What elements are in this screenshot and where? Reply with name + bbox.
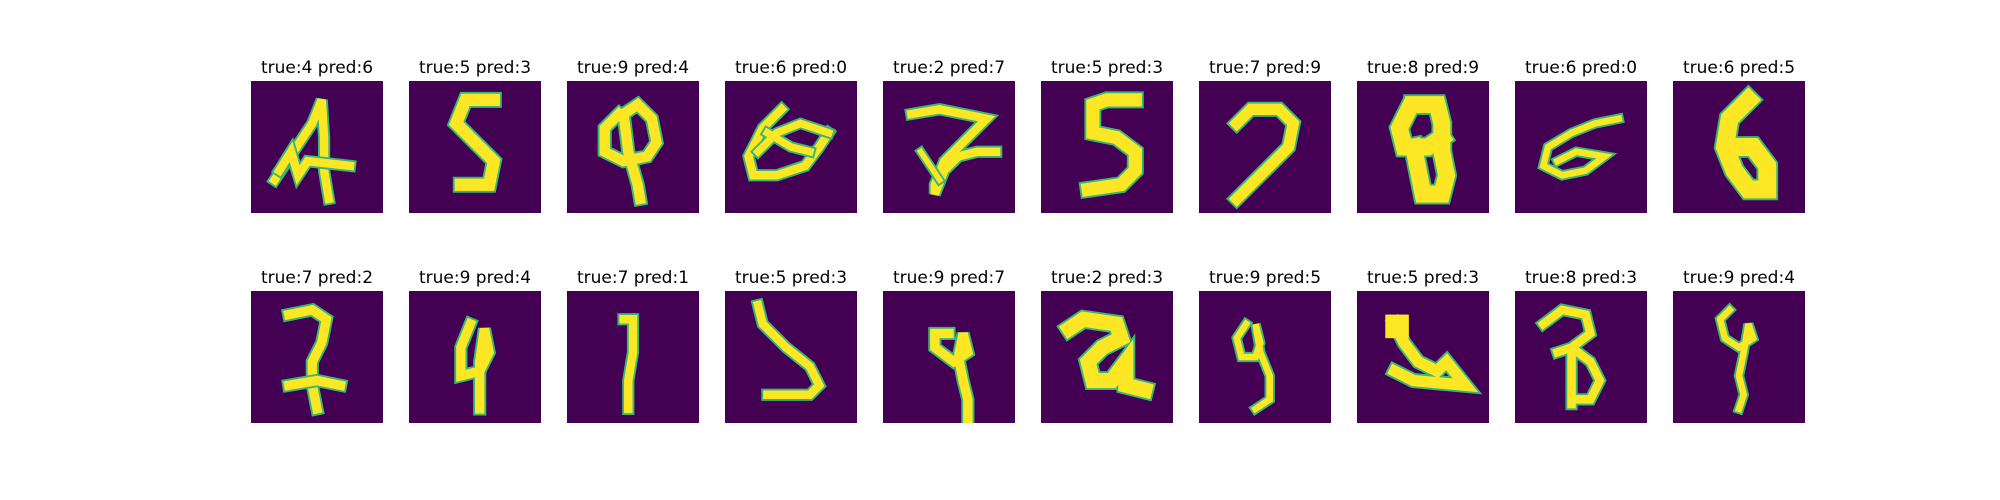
digit-image [1199,81,1331,213]
panel-title: true:8 pred:9 [1366,58,1480,78]
panel-title: true:5 pred:3 [418,58,532,78]
digit-image [1673,81,1805,213]
digit-image [251,291,383,423]
digit-image [1515,291,1647,423]
digit-image [883,81,1015,213]
panel-title: true:9 pred:4 [576,58,690,78]
panel-title: true:4 pred:6 [260,58,374,78]
panel-title: true:9 pred:5 [1208,268,1322,288]
panel-title: true:9 pred:7 [892,268,1006,288]
digit-image [1357,291,1489,423]
digit-image [409,81,541,213]
digit-image [567,81,699,213]
panel-title: true:5 pred:3 [734,268,848,288]
digit-image [1041,81,1173,213]
panel-title: true:7 pred:9 [1208,58,1322,78]
panel-title: true:2 pred:3 [1050,268,1164,288]
digit-image [725,291,857,423]
panel-title: true:7 pred:2 [260,268,374,288]
digit-image [1199,291,1331,423]
panel-title: true:2 pred:7 [892,58,1006,78]
digit-image [409,291,541,423]
digit-image [1515,81,1647,213]
panel-title: true:6 pred:0 [734,58,848,78]
panel-title: true:8 pred:3 [1524,268,1638,288]
panel-title: true:5 pred:3 [1366,268,1480,288]
panel-title: true:9 pred:4 [1682,268,1796,288]
digit-image [1673,291,1805,423]
panel-title: true:6 pred:0 [1524,58,1638,78]
panel-title: true:9 pred:4 [418,268,532,288]
digit-image [567,291,699,423]
digit-image [725,81,857,213]
digit-image [251,81,383,213]
digit-image [1041,291,1173,423]
digit-image [1357,81,1489,213]
panel-title: true:7 pred:1 [576,268,690,288]
panel-title: true:6 pred:5 [1682,58,1796,78]
panel-title: true:5 pred:3 [1050,58,1164,78]
digit-image [883,291,1015,423]
